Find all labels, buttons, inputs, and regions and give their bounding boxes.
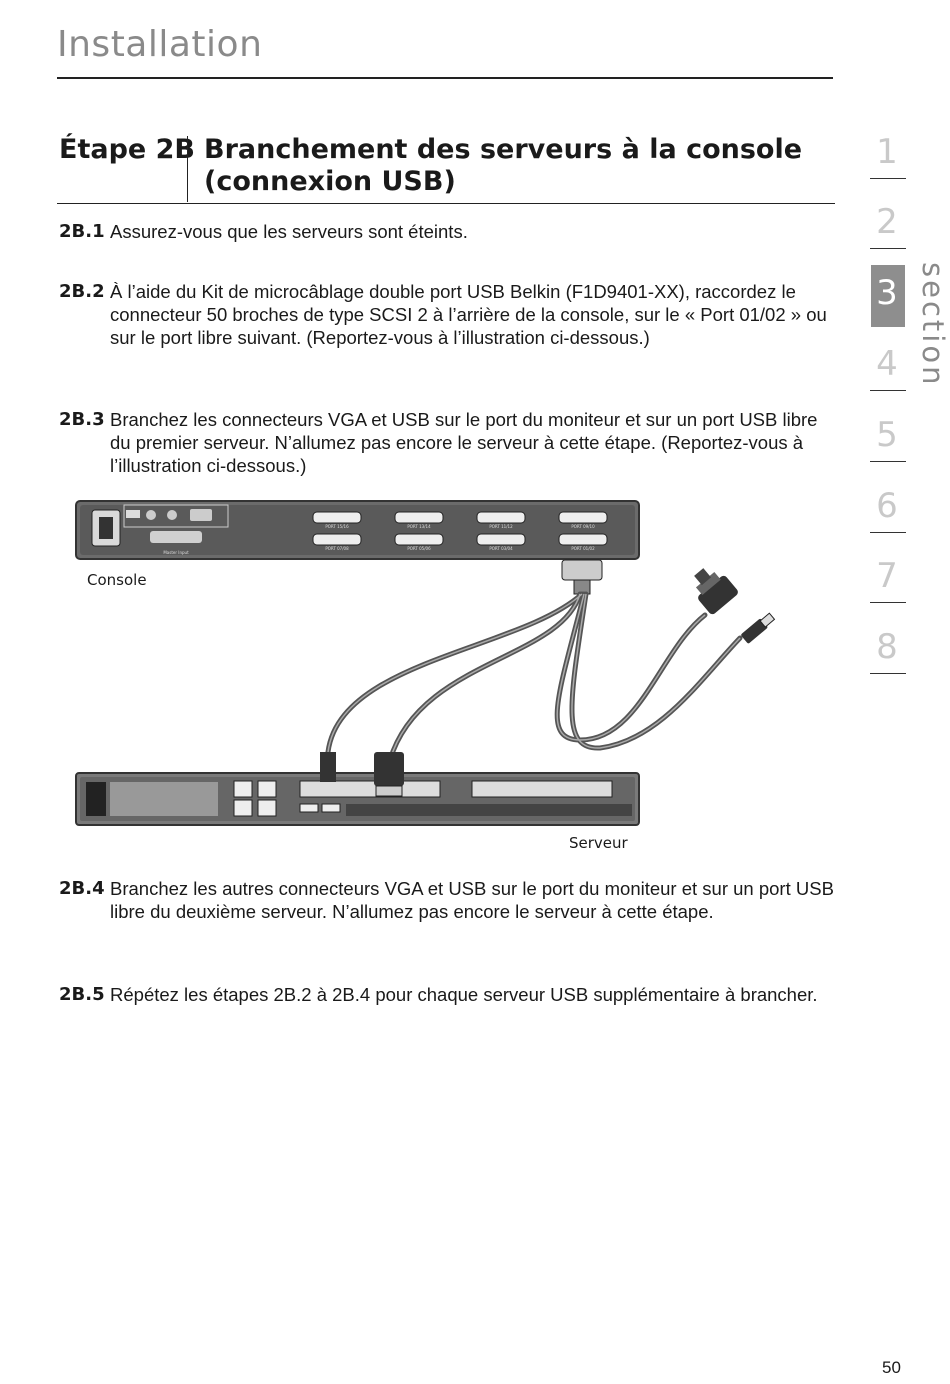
section-number: 8 <box>876 627 898 667</box>
step-heading-separator <box>187 136 188 202</box>
section-nav-item-3[interactable]: 3 <box>868 265 908 331</box>
step-item: 2B.2 À l’aide du Kit de microcâblage dou… <box>59 280 839 349</box>
section-nav-item-4[interactable]: 4 <box>868 342 908 402</box>
section-number: 3 <box>876 273 898 313</box>
section-nav-item-7[interactable]: 7 <box>868 554 908 614</box>
step-number: 2B.2 <box>59 281 105 302</box>
section-nav-item-5[interactable]: 5 <box>868 413 908 473</box>
console-port-label: PORT 05/06 <box>407 546 431 551</box>
console-port-label: PORT 09/10 <box>571 524 595 529</box>
section-number: 6 <box>876 486 898 526</box>
step-item: 2B.1 Assurez-vous que les serveurs sont … <box>59 220 839 243</box>
console-port-label: PORT 03/04 <box>489 546 513 551</box>
console-port-label: PORT 07/08 <box>325 546 349 551</box>
console-port-label: PORT 15/16 <box>325 524 349 529</box>
section-number: 2 <box>876 202 898 242</box>
step-number: 2B.5 <box>59 984 105 1005</box>
step-number: 2B.1 <box>59 221 105 242</box>
console-port-label: PORT 11/12 <box>489 524 513 529</box>
step-text: Branchez les autres connecteurs VGA et U… <box>110 878 834 922</box>
console-label: Console <box>87 571 147 589</box>
active-section-marker <box>871 265 905 327</box>
server-unit <box>75 772 640 826</box>
console-port-label: PORT 01/02 <box>571 546 595 551</box>
section-nav-item-1[interactable]: 1 <box>868 130 908 190</box>
step-text: Assurez-vous que les serveurs sont étein… <box>110 221 468 242</box>
section-header-title: Installation <box>57 24 263 65</box>
console-port-label: PORT 13/14 <box>407 524 431 529</box>
connection-diagram: PORT 15/16 PORT 13/14 PORT 11/12 PORT 09/10… <box>0 490 950 870</box>
section-word: section <box>916 262 950 388</box>
step-item: 2B.5 Répétez les étapes 2B.2 à 2B.4 pour… <box>59 983 839 1006</box>
master-input-label: Master Input <box>163 550 189 555</box>
connection-illustration: PORT 15/16 PORT 13/14 PORT 11/12 PORT 09/10… <box>75 500 776 826</box>
section-nav-item-2[interactable]: 2 <box>868 200 908 260</box>
header-rule <box>57 77 833 79</box>
step-item: 2B.4 Branchez les autres connecteurs VGA… <box>59 877 839 923</box>
server-label: Serveur <box>569 834 628 852</box>
step-text: À l’aide du Kit de microcâblage double p… <box>110 281 827 348</box>
section-nav-item-6[interactable]: 6 <box>868 484 908 544</box>
section-number: 7 <box>876 556 898 596</box>
console-unit <box>75 500 640 560</box>
step-text: Branchez les connecteurs VGA et USB sur … <box>110 409 818 476</box>
step-number: 2B.3 <box>59 409 105 430</box>
section-number: 1 <box>876 132 898 172</box>
section-number: 5 <box>876 415 898 455</box>
step-label: Étape 2B <box>59 134 195 165</box>
page-number: 50 <box>882 1358 901 1377</box>
title-rule <box>57 203 835 204</box>
step-number: 2B.4 <box>59 878 105 899</box>
section-number: 4 <box>876 344 898 384</box>
step-text: Répétez les étapes 2B.2 à 2B.4 pour chaq… <box>110 984 818 1005</box>
section-nav-item-8[interactable]: 8 <box>868 625 908 685</box>
step-item: 2B.3 Branchez les connecteurs VGA et USB… <box>59 408 839 477</box>
step-title: Branchement des serveurs à la console (c… <box>204 134 803 197</box>
